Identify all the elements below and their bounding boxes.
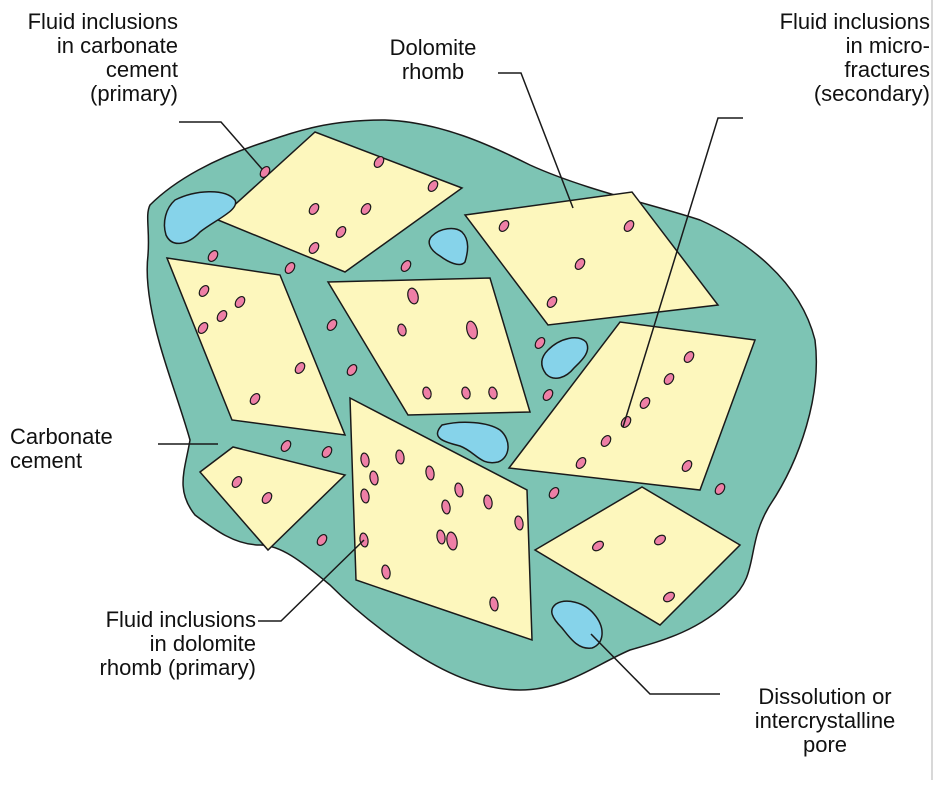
right-edge-rule	[931, 0, 933, 780]
label-line: in carbonate	[8, 34, 178, 58]
label-dissolution-pore: Dissolution or intercrystalline pore	[720, 685, 930, 757]
label-line: rhomb	[378, 60, 488, 84]
label-line: Fluid inclusions	[8, 10, 178, 34]
label-line: Fluid inclusions	[726, 10, 930, 34]
label-line: Dolomite	[378, 36, 488, 60]
label-fluid-inclusions-carbonate-cement: Fluid inclusions in carbonate cement (pr…	[8, 10, 178, 106]
label-line: rhomb (primary)	[30, 656, 256, 680]
label-line: Dissolution or	[720, 685, 930, 709]
label-line: cement	[10, 449, 160, 473]
label-line: fractures	[726, 58, 930, 82]
label-line: cement	[8, 58, 178, 82]
label-line: (primary)	[8, 82, 178, 106]
label-dolomite-rhomb: Dolomite rhomb	[378, 36, 488, 84]
label-fluid-inclusions-microfractures: Fluid inclusions in micro- fractures (se…	[726, 10, 930, 106]
label-line: in dolomite	[30, 632, 256, 656]
label-line: (secondary)	[726, 82, 930, 106]
label-line: Fluid inclusions	[30, 608, 256, 632]
label-line: in micro-	[726, 34, 930, 58]
label-carbonate-cement: Carbonate cement	[10, 425, 160, 473]
label-line: intercrystalline	[720, 709, 930, 733]
label-line: pore	[720, 733, 930, 757]
label-fluid-inclusions-dolomite-rhomb: Fluid inclusions in dolomite rhomb (prim…	[30, 608, 256, 680]
label-line: Carbonate	[10, 425, 160, 449]
